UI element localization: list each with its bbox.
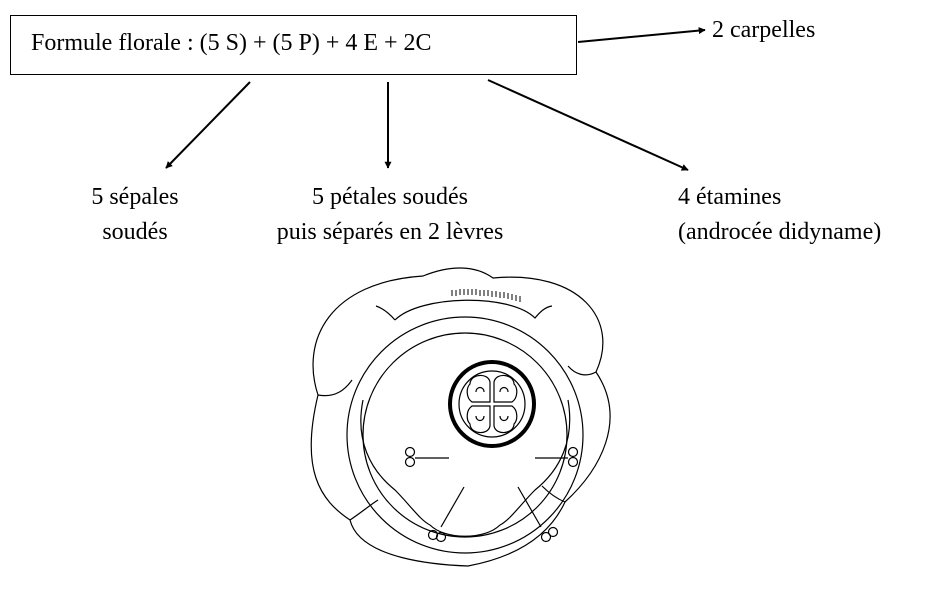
upper-lip-fringe <box>451 289 521 302</box>
corolla-outer <box>346 316 584 554</box>
gynoecium-ring <box>448 360 536 448</box>
floral-diagram <box>310 267 611 567</box>
corolla-inner <box>362 332 568 538</box>
floral-formula-box: Formule florale : (5 S) + (5 P) + 4 E + … <box>10 15 577 75</box>
arrow-to-sepals <box>165 81 251 169</box>
gynoecium-inner <box>458 370 526 438</box>
floral-formula-text: Formule florale : (5 S) + (5 P) + 4 E + … <box>31 30 432 56</box>
sepal-seams <box>317 365 597 521</box>
label-petals-line1: 5 pétales soudés <box>312 184 468 210</box>
upper-lip <box>375 299 553 321</box>
label-carpels: 2 carpelles <box>712 17 816 43</box>
label-stamens-line2: (androcée didyname) <box>678 219 882 245</box>
label-stamens-line1: 4 étamines <box>678 184 782 210</box>
lower-lip <box>360 399 571 537</box>
calyx-outline <box>310 267 611 567</box>
stamens <box>404 446 579 543</box>
arrow-to-stamens <box>487 79 689 171</box>
label-sepals-line2: soudés <box>102 219 168 245</box>
arrow-to-carpels <box>577 27 706 43</box>
label-sepals-line1: 5 sépales <box>91 184 179 210</box>
ovary-locules <box>466 374 518 434</box>
label-petals-line2: puis séparés en 2 lèvres <box>276 219 504 245</box>
